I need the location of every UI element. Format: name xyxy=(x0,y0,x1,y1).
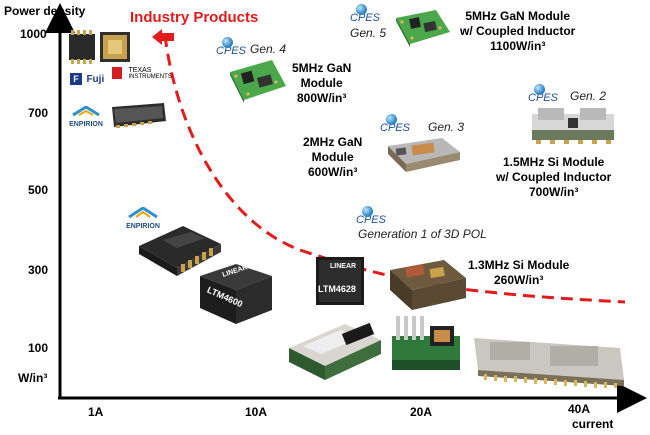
cpes-badge-gen1: CPES xyxy=(356,206,386,226)
gen4-text: 5MHz GaN Module 800W/in³ xyxy=(292,61,351,106)
x-tick-label: 10A xyxy=(245,405,268,419)
gen5-module-image xyxy=(396,10,450,47)
industry-products-title: Industry Products xyxy=(130,9,259,26)
gen1-line1: 1.3MHz Si Module xyxy=(468,258,570,272)
y-tick-label: 300 xyxy=(28,263,49,277)
ti-logo-icon: TEXAS INSTRUMENTS xyxy=(112,67,172,85)
cpes-globe-icon xyxy=(222,37,233,48)
industry-module-bottom-1 xyxy=(289,322,381,380)
enpirion-logo-icon: ENPIRION xyxy=(122,205,164,230)
gen5-line2: w/ Coupled Inductor xyxy=(460,24,576,38)
gen2-tag: Gen. 2 xyxy=(570,89,607,103)
x-axis-title: current xyxy=(572,417,614,431)
industry-module-bottom-2 xyxy=(392,316,460,370)
cpes-logo-text: CPES xyxy=(528,92,558,104)
ltm4628-label: LTM4628 xyxy=(318,284,356,294)
cpes-globe-icon xyxy=(356,4,367,15)
y-tick-label: 500 xyxy=(28,183,49,197)
gen4-line1: 5MHz GaN xyxy=(292,61,352,75)
fuji-logo-icon: F Fuji xyxy=(70,69,104,87)
gen3-module-image xyxy=(388,138,460,172)
x-tick-label: 20A xyxy=(410,405,433,419)
y-axis-unit: W/in³ xyxy=(18,371,48,385)
gen5-line1: 5MHz GaN Module xyxy=(465,9,570,23)
cpes-badge-gen3: CPES xyxy=(380,114,410,134)
gen3-text: 2MHz GaN Module 600W/in³ xyxy=(303,135,362,180)
cpes-badge-gen2: CPES xyxy=(528,84,558,104)
gen2-text: 1.5MHz Si Module w/ Coupled Inductor 700… xyxy=(496,155,611,200)
gen3-line3: 600W/in³ xyxy=(308,165,358,179)
cpes-logo-text: CPES xyxy=(216,45,246,57)
cpes-badge-gen4: CPES xyxy=(216,37,246,57)
gen2-line1: 1.5MHz Si Module xyxy=(502,155,605,169)
gen3-tag: Gen. 3 xyxy=(428,120,465,134)
gen5-line3: 1100W/in³ xyxy=(489,39,546,53)
cpes-globe-icon xyxy=(386,114,397,125)
industry-module-bottom-3 xyxy=(474,338,624,388)
cpes-globe-icon xyxy=(362,206,373,217)
gen5-tag: Gen. 5 xyxy=(350,26,387,40)
gen4-tag: Gen. 4 xyxy=(250,42,287,56)
gen3-line2: Module xyxy=(311,150,354,164)
enpirion-logo-icon: ENPIRION xyxy=(67,103,105,128)
fuji-logo-text: Fuji xyxy=(86,74,105,85)
gen5-text: 5MHz GaN Module w/ Coupled Inductor 1100… xyxy=(460,9,575,54)
ti-logo-line1: TEXAS xyxy=(128,67,152,74)
cpes-globe-icon xyxy=(534,84,545,95)
gen1-text: 1.3MHz Si Module 260W/in³ xyxy=(468,258,569,288)
enpirion-logo-text: ENPIRION xyxy=(126,223,160,230)
x-tick-label: 1A xyxy=(88,405,104,419)
y-axis-title: Power density xyxy=(4,4,86,18)
gen1-line2: 260W/in³ xyxy=(494,273,544,287)
y-tick-label: 1000 xyxy=(20,27,47,41)
industry-chip-top xyxy=(69,30,130,64)
ltm4600-chip xyxy=(200,264,272,324)
ti-logo-line2: INSTRUMENTS xyxy=(128,74,172,80)
gen4-module-image xyxy=(230,60,286,103)
gen3-line1: 2MHz GaN xyxy=(303,135,363,149)
enpirion-chip-top xyxy=(112,103,166,128)
gen1-tag: Generation 1 of 3D POL xyxy=(358,227,487,241)
y-tick-label: 100 xyxy=(28,341,49,355)
cpes-logo-text: CPES xyxy=(380,122,410,134)
enpirion-logo-text: ENPIRION xyxy=(69,121,103,128)
gen2-line3: 700W/in³ xyxy=(528,185,579,199)
cpes-logo-text: CPES xyxy=(350,12,380,24)
gen1-module-image xyxy=(390,260,466,310)
cpes-logo-text: CPES xyxy=(356,214,386,226)
red-arrow-icon xyxy=(152,29,174,45)
enpirion-chip-mid xyxy=(139,226,221,276)
y-tick-label: 700 xyxy=(28,106,49,120)
linear-logo-text: LINEAR xyxy=(330,263,357,270)
gen2-module-image xyxy=(532,108,614,144)
gen2-line2: w/ Coupled Inductor xyxy=(496,170,612,184)
gen4-line3: 800W/in³ xyxy=(297,91,347,105)
x-tick-label: 40A xyxy=(568,402,591,416)
ltm4628-chip xyxy=(316,257,364,305)
cpes-badge-gen5: CPES xyxy=(350,4,380,24)
gen4-line2: Module xyxy=(300,76,343,90)
